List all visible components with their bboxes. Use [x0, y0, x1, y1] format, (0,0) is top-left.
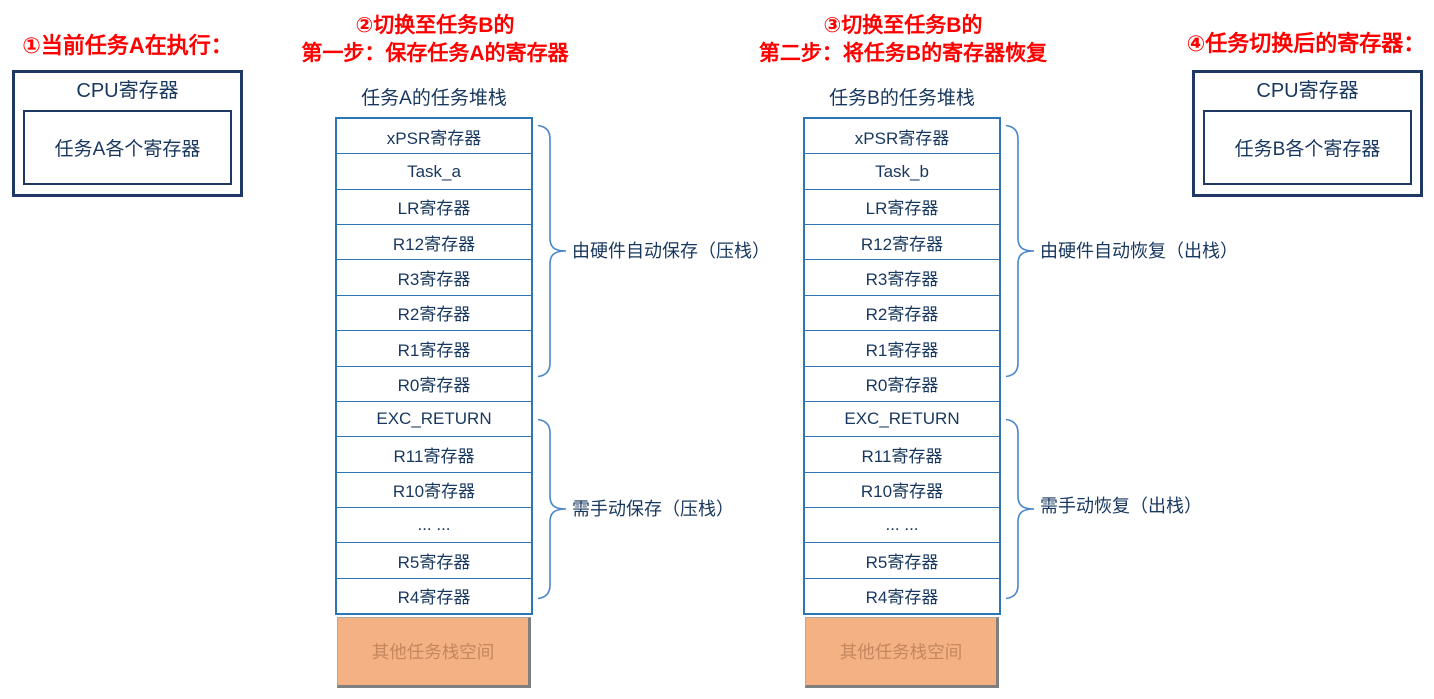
step2-heading: ②切换至任务B的 第一步：保存任务A的寄存器 [280, 12, 590, 68]
stack-cell: R3寄存器 [805, 260, 999, 296]
stack-cell: R2寄存器 [337, 296, 531, 332]
stack-cell: R5寄存器 [805, 543, 999, 579]
step4-heading: ④任务切换后的寄存器： [1186, 31, 1426, 56]
stack-cell: R1寄存器 [337, 331, 531, 367]
stack-cell: xPSR寄存器 [805, 119, 999, 155]
cpu-box-title-b: CPU寄存器 [1256, 80, 1359, 102]
hardware-restore-label: 由硬件自动恢复（出栈） [1040, 241, 1238, 261]
cpu-register-box-task-a: CPU寄存器 任务A各个寄存器 [12, 70, 243, 197]
stack-cell: LR寄存器 [337, 190, 531, 226]
manual-save-label: 需手动保存（压栈） [572, 499, 734, 519]
stack-cell: EXC_RETURN [805, 402, 999, 438]
stack-cell: Task_b [805, 154, 999, 190]
task-b-registers-label: 任务B各个寄存器 [1203, 110, 1412, 185]
manual-restore-brace [1005, 418, 1035, 600]
step2-heading-line2: 第一步：保存任务A的寄存器 [301, 42, 569, 65]
step3-heading-line2: 第二步：将任务B的寄存器恢复 [758, 42, 1048, 65]
stack-cell: R1寄存器 [805, 331, 999, 367]
cpu-box-title-a: CPU寄存器 [76, 80, 179, 102]
stack-cell: R0寄存器 [337, 367, 531, 402]
task-a-stack-title: 任务A的任务堆栈 [361, 88, 507, 109]
stack-cell: LR寄存器 [805, 190, 999, 226]
step1-heading: ①当前任务A在执行： [22, 33, 233, 58]
step2-heading-line1: ②切换至任务B的 [355, 14, 515, 37]
stack-cell: R0寄存器 [805, 367, 999, 402]
stack-cell: Task_a [337, 154, 531, 190]
other-stack-space-b: 其他任务栈空间 [805, 617, 999, 688]
stack-cell: R3寄存器 [337, 260, 531, 296]
manual-restore-label: 需手动恢复（出栈） [1040, 496, 1202, 516]
stack-cell: xPSR寄存器 [337, 119, 531, 155]
stack-cell: R12寄存器 [805, 225, 999, 261]
hardware-save-label: 由硬件自动保存（压栈） [572, 241, 770, 261]
stack-cell: EXC_RETURN [337, 402, 531, 438]
task-a-registers-label: 任务A各个寄存器 [23, 110, 232, 185]
stack-cell: ... ... [337, 508, 531, 544]
task-b-stack-title: 任务B的任务堆栈 [829, 88, 975, 109]
stack-cell: ... ... [805, 508, 999, 544]
stack-cell: R11寄存器 [805, 437, 999, 473]
manual-save-brace [537, 418, 567, 600]
step3-heading-line1: ③切换至任务B的 [823, 14, 983, 37]
other-stack-space-a: 其他任务栈空间 [337, 617, 531, 688]
stack-cell: R4寄存器 [397, 588, 471, 608]
stack-cell: R10寄存器 [805, 473, 999, 508]
stack-cell: R5寄存器 [337, 543, 531, 579]
hardware-save-brace [537, 124, 567, 378]
cpu-register-box-task-b: CPU寄存器 任务B各个寄存器 [1192, 70, 1423, 197]
stack-cell: R11寄存器 [337, 437, 531, 473]
stack-cell: R10寄存器 [337, 473, 531, 508]
stack-cell: R2寄存器 [805, 296, 999, 332]
stack-cell: R4寄存器 [865, 588, 939, 608]
hardware-restore-brace [1005, 124, 1035, 378]
step3-heading: ③切换至任务B的 第二步：将任务B的寄存器恢复 [748, 12, 1058, 68]
stack-cell: R12寄存器 [337, 225, 531, 261]
